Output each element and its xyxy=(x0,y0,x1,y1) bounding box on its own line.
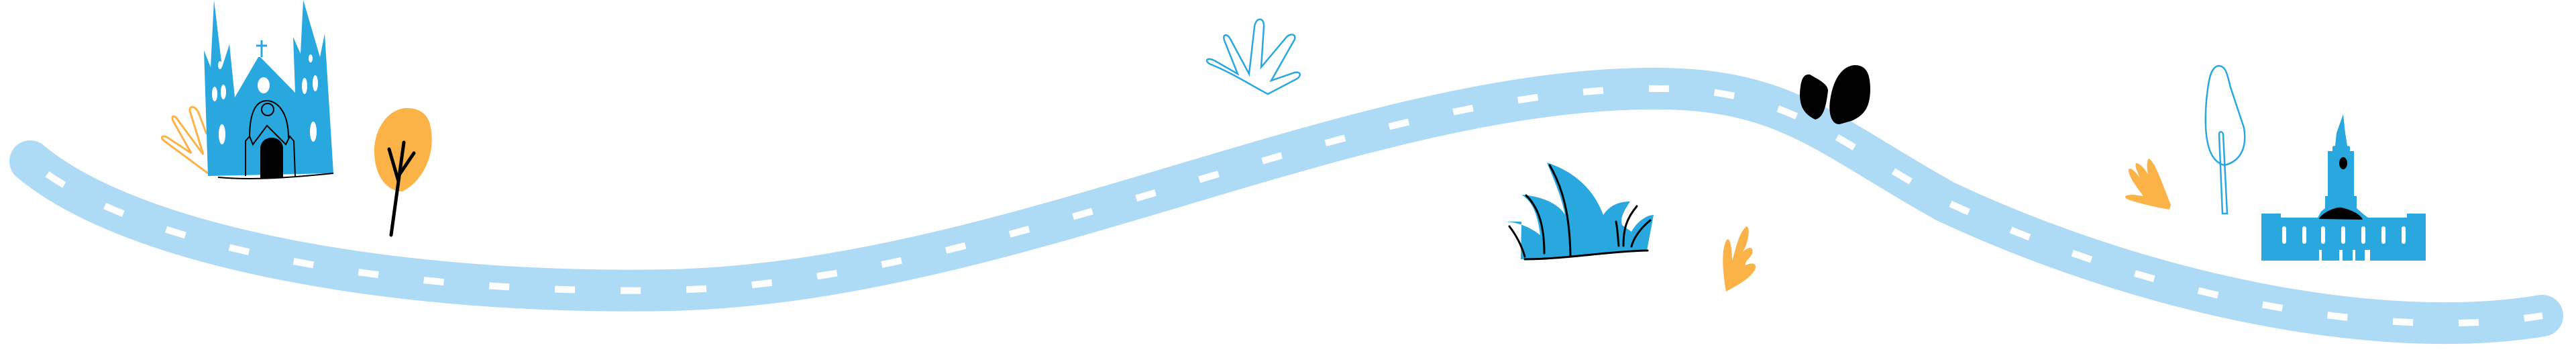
road-center-dashes xyxy=(28,85,2543,327)
black-leaves-icon xyxy=(1800,65,1870,124)
sprout-icon xyxy=(1205,18,1301,95)
road xyxy=(9,67,2563,345)
opera-house-icon xyxy=(1503,163,1654,261)
leaf-outline-icon xyxy=(160,105,209,175)
tree-icon xyxy=(374,107,432,237)
leaf-plant-icon xyxy=(1723,226,1756,291)
outline-tree-icon xyxy=(2204,64,2246,215)
cathedral-icon xyxy=(204,0,334,179)
orange-plant-icon xyxy=(2125,159,2171,210)
clock-tower-building-icon xyxy=(2261,114,2426,261)
